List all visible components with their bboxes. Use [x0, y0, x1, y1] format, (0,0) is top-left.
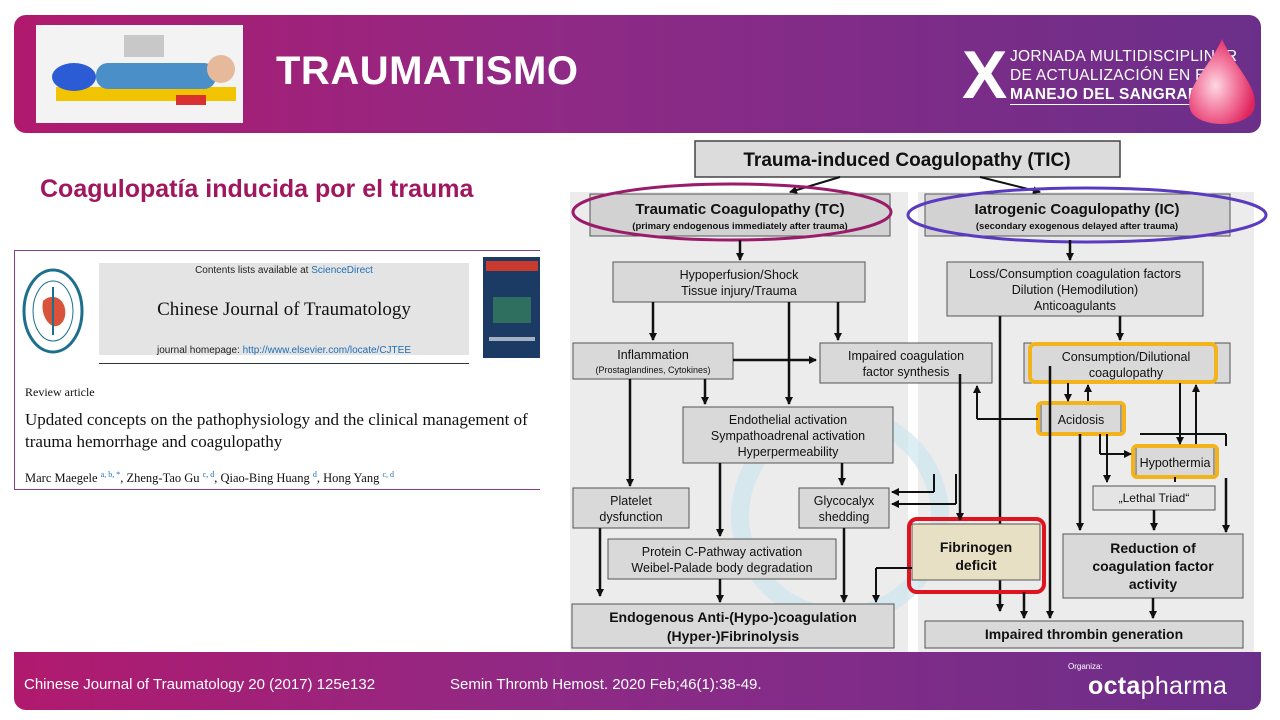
svg-text:Tissue injury/Trauma: Tissue injury/Trauma [681, 284, 797, 298]
ic-highlight-ring [906, 186, 1268, 244]
organizer-logo: octapharma [1088, 672, 1228, 700]
svg-text:Traumatic Coagulopathy (TC): Traumatic Coagulopathy (TC) [635, 201, 844, 218]
svg-text:(Hyper-)Fibrinolysis: (Hyper-)Fibrinolysis [667, 628, 799, 644]
article-type: Review article [25, 385, 95, 399]
tic-title-box: Trauma-induced Coagulopathy (TIC) [694, 140, 1121, 178]
svg-text:Endogenous Anti-(Hypo-)coagula: Endogenous Anti-(Hypo-)coagulation [609, 609, 857, 625]
reference-2: Semin Thromb Hemost. 2020 Feb;46(1):38-4… [450, 676, 762, 693]
footer-banner: Chinese Journal of Traumatology 20 (2017… [14, 652, 1261, 710]
journal-homepage-link[interactable]: http://www.elsevier.com/locate/CJTEE [242, 345, 412, 356]
svg-text:Loss/Consumption coagulation f: Loss/Consumption coagulation factors [969, 267, 1181, 281]
svg-text:shedding: shedding [819, 510, 870, 524]
svg-text:activity: activity [1129, 576, 1177, 592]
consumption-box: Consumption/Dilutional coagulopathy [1023, 342, 1231, 384]
journal-cover-image [483, 257, 541, 358]
endothelial-activation-box: Endothelial activation Sympathoadrenal a… [682, 406, 894, 464]
reference-1: Chinese Journal of Traumatology 20 (2017… [24, 676, 376, 693]
tc-box: Traumatic Coagulopathy (TC) (primary end… [589, 193, 891, 237]
hypoperfusion-box: Hypoperfusion/Shock Tissue injury/Trauma [612, 261, 866, 303]
svg-text:deficit: deficit [955, 557, 997, 573]
page-title: TRAUMATISMO [276, 49, 579, 93]
platelet-dysfunction-box: Platelet dysfunction [572, 487, 690, 529]
endogenous-box: Endogenous Anti-(Hypo-)coagulation (Hype… [571, 603, 895, 649]
tic-flowchart: Trauma-induced Coagulopathy (TIC) Trauma… [570, 140, 1268, 654]
svg-text:coagulation factor: coagulation factor [1092, 558, 1214, 574]
slide-subtitle: Coagulopatía inducida por el trauma [40, 175, 474, 203]
svg-text:Acidosis: Acidosis [1058, 413, 1105, 427]
ic-box: Iatrogenic Coagulopathy (IC) (secondary … [924, 193, 1231, 237]
svg-text:Trauma-induced Coagulopathy (T: Trauma-induced Coagulopathy (TIC) [743, 150, 1070, 171]
svg-text:„Lethal Triad“: „Lethal Triad“ [1119, 491, 1190, 505]
hypothermia-box: Hypothermia [1135, 446, 1215, 478]
event-logo-text: JORNADA MULTIDISCIPLINAR DE ACTUALIZACIÓ… [1010, 48, 1238, 105]
sciencedirect-link[interactable]: ScienceDirect [311, 265, 373, 276]
article-authors: Marc Maegele a, b, *, Zheng-Tao Gu c, d,… [25, 470, 395, 486]
fibrinogen-box: Fibrinogen deficit [911, 523, 1041, 581]
journal-banner: Contents lists available at ScienceDirec… [99, 257, 469, 356]
tc-highlight-ring [571, 182, 893, 242]
tic-diagram: Trauma-induced Coagulopathy (TIC) Trauma… [540, 136, 1280, 654]
svg-text:Protein C-Pathway activation: Protein C-Pathway activation [642, 545, 803, 559]
svg-text:Inflammation: Inflammation [617, 348, 689, 362]
svg-text:dysfunction: dysfunction [599, 510, 662, 524]
loss-consumption-box: Loss/Consumption coagulation factors Dil… [946, 261, 1204, 317]
journal-name: Chinese Journal of Traumatology [157, 299, 411, 320]
consumption-highlight [1028, 342, 1218, 384]
acidosis-box: Acidosis [1040, 403, 1122, 435]
reduction-box: Reduction of coagulation factor activity [1062, 533, 1244, 599]
svg-text:factor synthesis: factor synthesis [863, 365, 950, 379]
svg-text:Dilution (Hemodilution): Dilution (Hemodilution) [1012, 283, 1138, 297]
organizer-label: Organiza: [1068, 662, 1103, 671]
article-title: Updated concepts on the pathophysiology … [25, 410, 528, 451]
svg-text:(primary endogenous immediatel: (primary endogenous immediately after tr… [632, 221, 847, 232]
svg-text:Hypoperfusion/Shock: Hypoperfusion/Shock [680, 268, 800, 282]
svg-text:Sympathoadrenal activation: Sympathoadrenal activation [711, 429, 865, 443]
svg-text:Reduction of: Reduction of [1110, 540, 1196, 556]
thrombin-box: Impaired thrombin generation [924, 620, 1244, 649]
fibrinogen-highlight [907, 517, 1046, 594]
svg-text:Fibrinogen: Fibrinogen [940, 539, 1012, 555]
contents-available-text: Contents lists available at ScienceDirec… [195, 265, 373, 276]
protein-c-box: Protein C-Pathway activation Weibel-Pala… [607, 538, 837, 580]
journal-homepage: journal homepage: http://www.elsevier.co… [156, 345, 412, 356]
svg-text:Hyperpermeability: Hyperpermeability [738, 445, 839, 459]
svg-text:Endothelial activation: Endothelial activation [729, 413, 847, 427]
svg-text:Consumption/Dilutional: Consumption/Dilutional [1062, 350, 1191, 364]
svg-text:Glycocalyx: Glycocalyx [814, 494, 875, 508]
svg-text:Anticoagulants: Anticoagulants [1034, 299, 1116, 313]
svg-text:Weibel-Palade body degradation: Weibel-Palade body degradation [631, 561, 812, 575]
inflammation-box: Inflammation (Prostaglandines, Cytokines… [572, 342, 734, 380]
impaired-synthesis-box: Impaired coagulation factor synthesis [819, 342, 993, 384]
blood-drop-icon [1189, 39, 1255, 124]
chinese-medical-association-logo-icon [22, 268, 84, 354]
svg-text:Iatrogenic Coagulopathy (IC): Iatrogenic Coagulopathy (IC) [974, 201, 1179, 218]
svg-text:coagulopathy: coagulopathy [1089, 366, 1164, 380]
svg-text:(secondary exogenous delayed a: (secondary exogenous delayed after traum… [976, 221, 1178, 232]
glycocalyx-box: Glycocalyx shedding [798, 487, 890, 529]
article-header-card: Contents lists available at ScienceDirec… [14, 250, 544, 490]
svg-text:Impaired thrombin generation: Impaired thrombin generation [985, 626, 1183, 642]
svg-text:Platelet: Platelet [610, 494, 652, 508]
trauma-patient-image [36, 25, 243, 123]
svg-text:Impaired coagulation: Impaired coagulation [848, 349, 964, 363]
lethal-triad-box: „Lethal Triad“ [1092, 485, 1216, 511]
header-banner: TRAUMATISMO X JORNADA MULTIDISCIPLINAR D… [14, 15, 1261, 133]
event-logo-numeral: X [962, 37, 1008, 113]
svg-text:Hypothermia: Hypothermia [1140, 456, 1211, 470]
svg-text:(Prostaglandines, Cytokines): (Prostaglandines, Cytokines) [595, 365, 710, 375]
